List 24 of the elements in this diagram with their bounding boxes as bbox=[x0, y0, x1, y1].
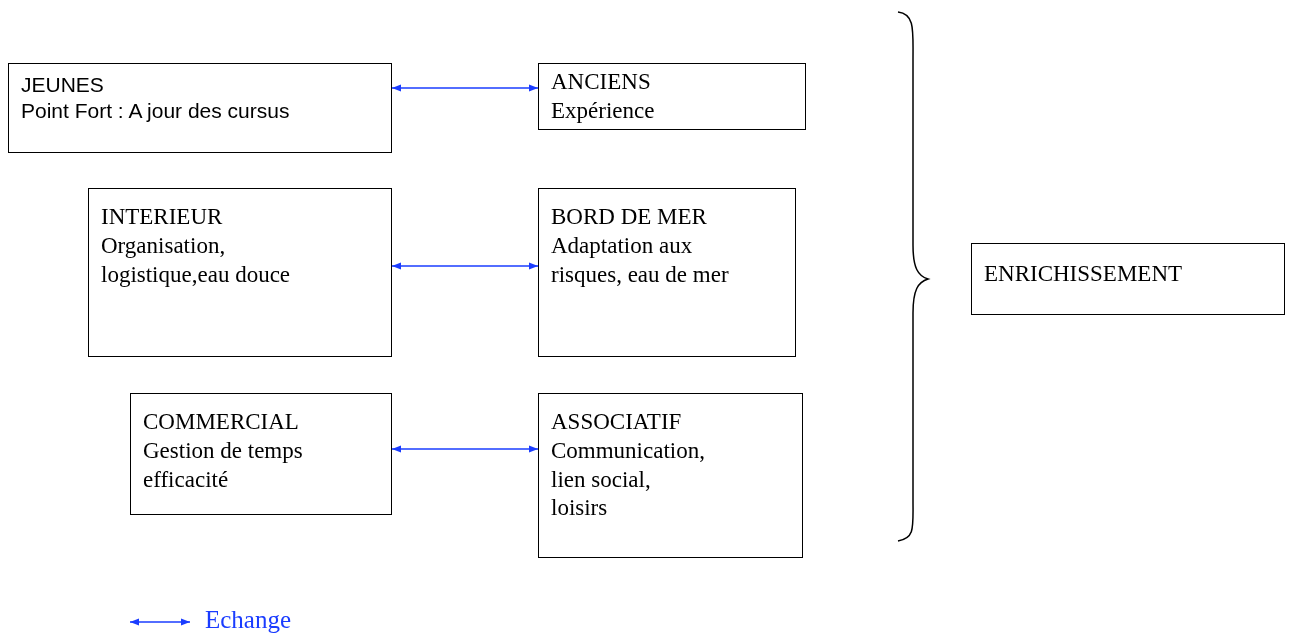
double-arrow bbox=[391, 84, 539, 92]
legend-label: Echange bbox=[205, 606, 292, 634]
double-arrow bbox=[391, 262, 539, 270]
box-text: Expérience bbox=[551, 96, 656, 125]
box-heading: BORD DE MER bbox=[551, 203, 708, 231]
box-heading: INTERIEUR bbox=[101, 203, 224, 231]
box-heading: ASSOCIATIF bbox=[551, 408, 683, 436]
box-text: Communication, lien social, loisirs bbox=[551, 436, 706, 523]
text-box bbox=[130, 393, 392, 515]
text-box bbox=[538, 188, 796, 357]
box-text: Gestion de temps efficacité bbox=[143, 436, 304, 494]
text-box bbox=[8, 63, 392, 153]
text-box bbox=[88, 188, 392, 357]
box-text: Point Fort : A jour des cursus bbox=[21, 98, 291, 125]
text-box bbox=[538, 63, 806, 130]
box-text: Adaptation aux risques, eau de mer bbox=[551, 231, 730, 289]
box-heading: ANCIENS bbox=[551, 68, 652, 96]
box-heading: COMMERCIAL bbox=[143, 408, 300, 436]
text-box bbox=[971, 243, 1285, 315]
double-arrow bbox=[391, 445, 539, 453]
box-heading: JEUNES bbox=[21, 72, 105, 98]
box-text: Organisation, logistique,eau douce bbox=[101, 231, 292, 289]
text-box bbox=[538, 393, 803, 558]
box-heading: ENRICHISSEMENT bbox=[984, 260, 1184, 288]
